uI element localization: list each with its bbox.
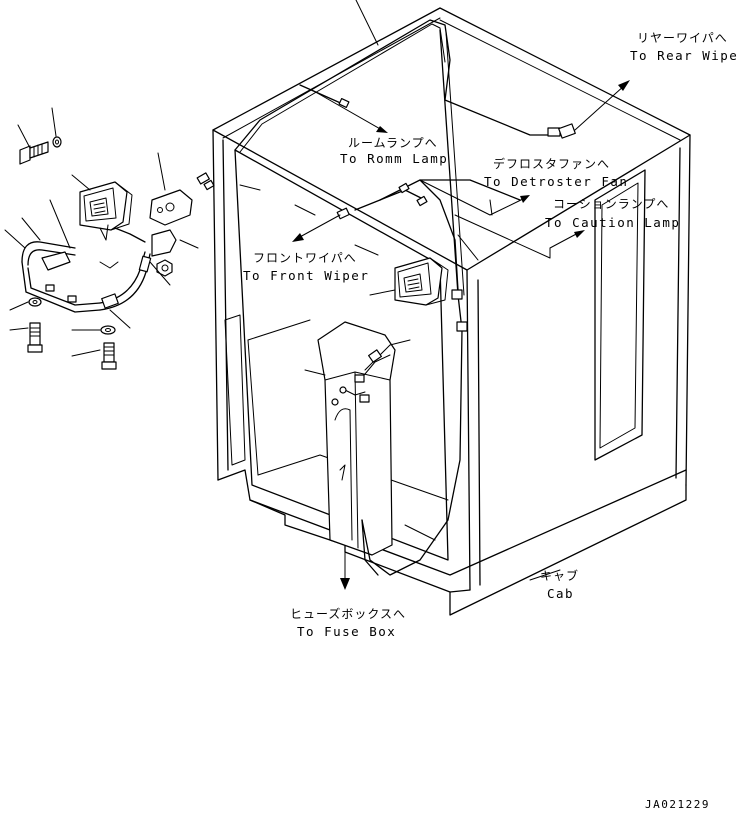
label-front-wiper-en: To Front Wiper [243,268,369,283]
label-caution-lamp-en: To Caution Lamp [545,215,680,230]
label-defroster-fan-en: To Detroster Fan [484,174,628,189]
wiring-harness [196,19,576,576]
label-room-lamp-en: To Romm Lamp [340,151,448,166]
label-rear-wiper-en: To Rear Wiper [630,48,740,63]
label-cab-en: Cab [547,586,574,601]
label-cab: キャブ Cab [540,568,579,601]
label-room-lamp-jp: ルームランプへ [348,136,438,150]
label-fuse-box-en: To Fuse Box [297,624,396,639]
label-front-wiper-jp: フロントワイパへ [253,251,357,265]
leader-lines [4,0,561,581]
fasteners [19,136,117,370]
label-cab-jp: キャブ [540,568,579,583]
label-defroster-fan: デフロスタファンへ To Detroster Fan [484,156,628,189]
label-defroster-fan-jp: デフロスタファンへ [493,156,610,171]
drawing-code: JA021229 [645,798,710,811]
work-lamp-exploded [21,181,193,313]
callout-arrows [292,80,630,590]
label-fuse-box: ヒューズボックスへ To Fuse Box [290,606,406,639]
label-caution-lamp-jp: コーションランプへ [553,197,669,211]
label-caution-lamp: コーションランプへ To Caution Lamp [545,197,680,230]
label-fuse-box-jp: ヒューズボックスへ [290,606,406,621]
label-rear-wiper: リヤーワイパへ To Rear Wiper [630,31,740,63]
console [317,321,396,556]
label-rear-wiper-jp: リヤーワイパへ [637,31,728,45]
label-room-lamp: ルームランプへ To Romm Lamp [340,136,448,166]
work-lamp-cab [394,257,449,306]
label-front-wiper: フロントワイパへ To Front Wiper [243,251,369,283]
cab-body [212,7,691,616]
